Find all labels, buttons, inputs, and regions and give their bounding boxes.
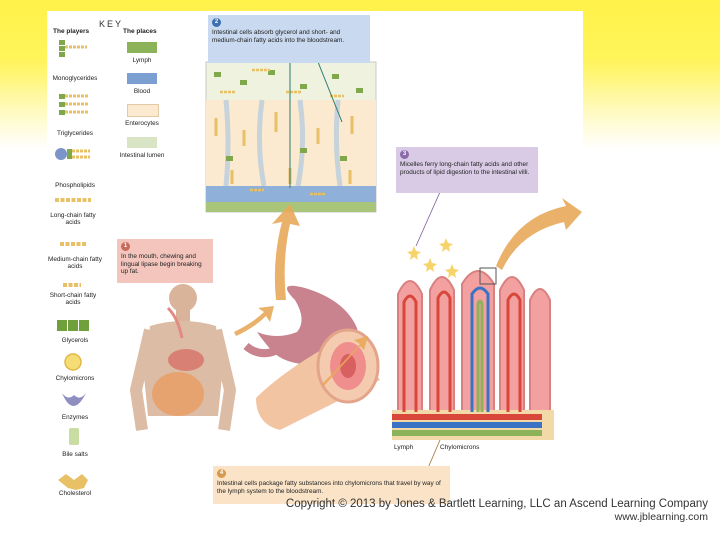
player-label: Bile salts (62, 451, 88, 458)
monoglyceride-icon (59, 40, 87, 57)
phospholipid-icon (55, 148, 90, 160)
step-1-badge: 1 (121, 242, 130, 251)
player-label: Triglycerides (57, 130, 93, 137)
lymph-label: Lymph (394, 444, 414, 451)
lumen-swatch (127, 137, 157, 148)
human-figure (129, 284, 237, 431)
player-label: Long-chain fatty acids (50, 212, 96, 226)
copyright-url: www.jblearning.com (614, 511, 708, 523)
chylomicron-icon (64, 353, 82, 371)
blood-swatch (127, 73, 157, 84)
copyright: Copyright © 2013 by Jones & Bartlett Lea… (286, 498, 708, 524)
step-3-badge: 3 (400, 150, 409, 159)
step-3-callout: 3 Micelles ferry long-chain fatty acids … (396, 147, 538, 193)
flow-arrows (234, 198, 582, 386)
player-label: Enzymes (61, 414, 89, 421)
micelles (407, 238, 459, 278)
step-4-callout: 4 Intestinal cells package fatty substan… (213, 466, 450, 504)
places-header: The places (123, 28, 157, 35)
step-4-badge: 4 (217, 469, 226, 478)
step-1-text: In the mouth, chewing and lingual lipase… (121, 253, 202, 275)
enzyme-icon (62, 393, 86, 406)
copyright-line: Copyright © 2013 by Jones & Bartlett Lea… (285, 498, 708, 510)
player-label: Cholesterol (58, 490, 92, 497)
step-4-text: Intestinal cells package fatty substance… (217, 480, 441, 495)
key-title: KEY (99, 19, 124, 29)
bile-salt-icon (69, 428, 79, 445)
place-label: Enterocytes (125, 120, 159, 127)
intestinal-villi (392, 267, 554, 440)
triglyceride-icon (59, 94, 89, 115)
enterocytes-swatch (127, 104, 159, 117)
player-label: Medium-chain fatty acids (48, 256, 102, 270)
place-label: Intestinal lumen (119, 152, 165, 159)
place-label: Lymph (132, 57, 152, 64)
players-header: The players (53, 28, 90, 35)
place-label: Blood (133, 88, 151, 95)
step-1-callout: 1 In the mouth, chewing and lingual lipa… (117, 239, 213, 283)
lymph-swatch (127, 42, 157, 53)
step-2-text: Intestinal cells absorb glycerol and sho… (212, 29, 345, 44)
step-2-badge: 2 (212, 18, 221, 27)
step-3-text: Micelles ferry long-chain fatty acids an… (400, 161, 530, 176)
player-label: Glycerols (61, 337, 89, 344)
cholesterol-icon (58, 474, 88, 490)
player-label: Monoglycerides (52, 75, 98, 82)
player-label: Short-chain fatty acids (49, 292, 97, 306)
enterocyte-panel (205, 61, 377, 213)
chylomicrons-label: Chylomicrons (440, 444, 480, 451)
player-label: Phospholipids (55, 182, 95, 189)
player-label: Chylomicrons (55, 375, 95, 382)
step-2-callout: 2 Intestinal cells absorb glycerol and s… (208, 15, 370, 63)
glycerol-icon (57, 320, 89, 331)
